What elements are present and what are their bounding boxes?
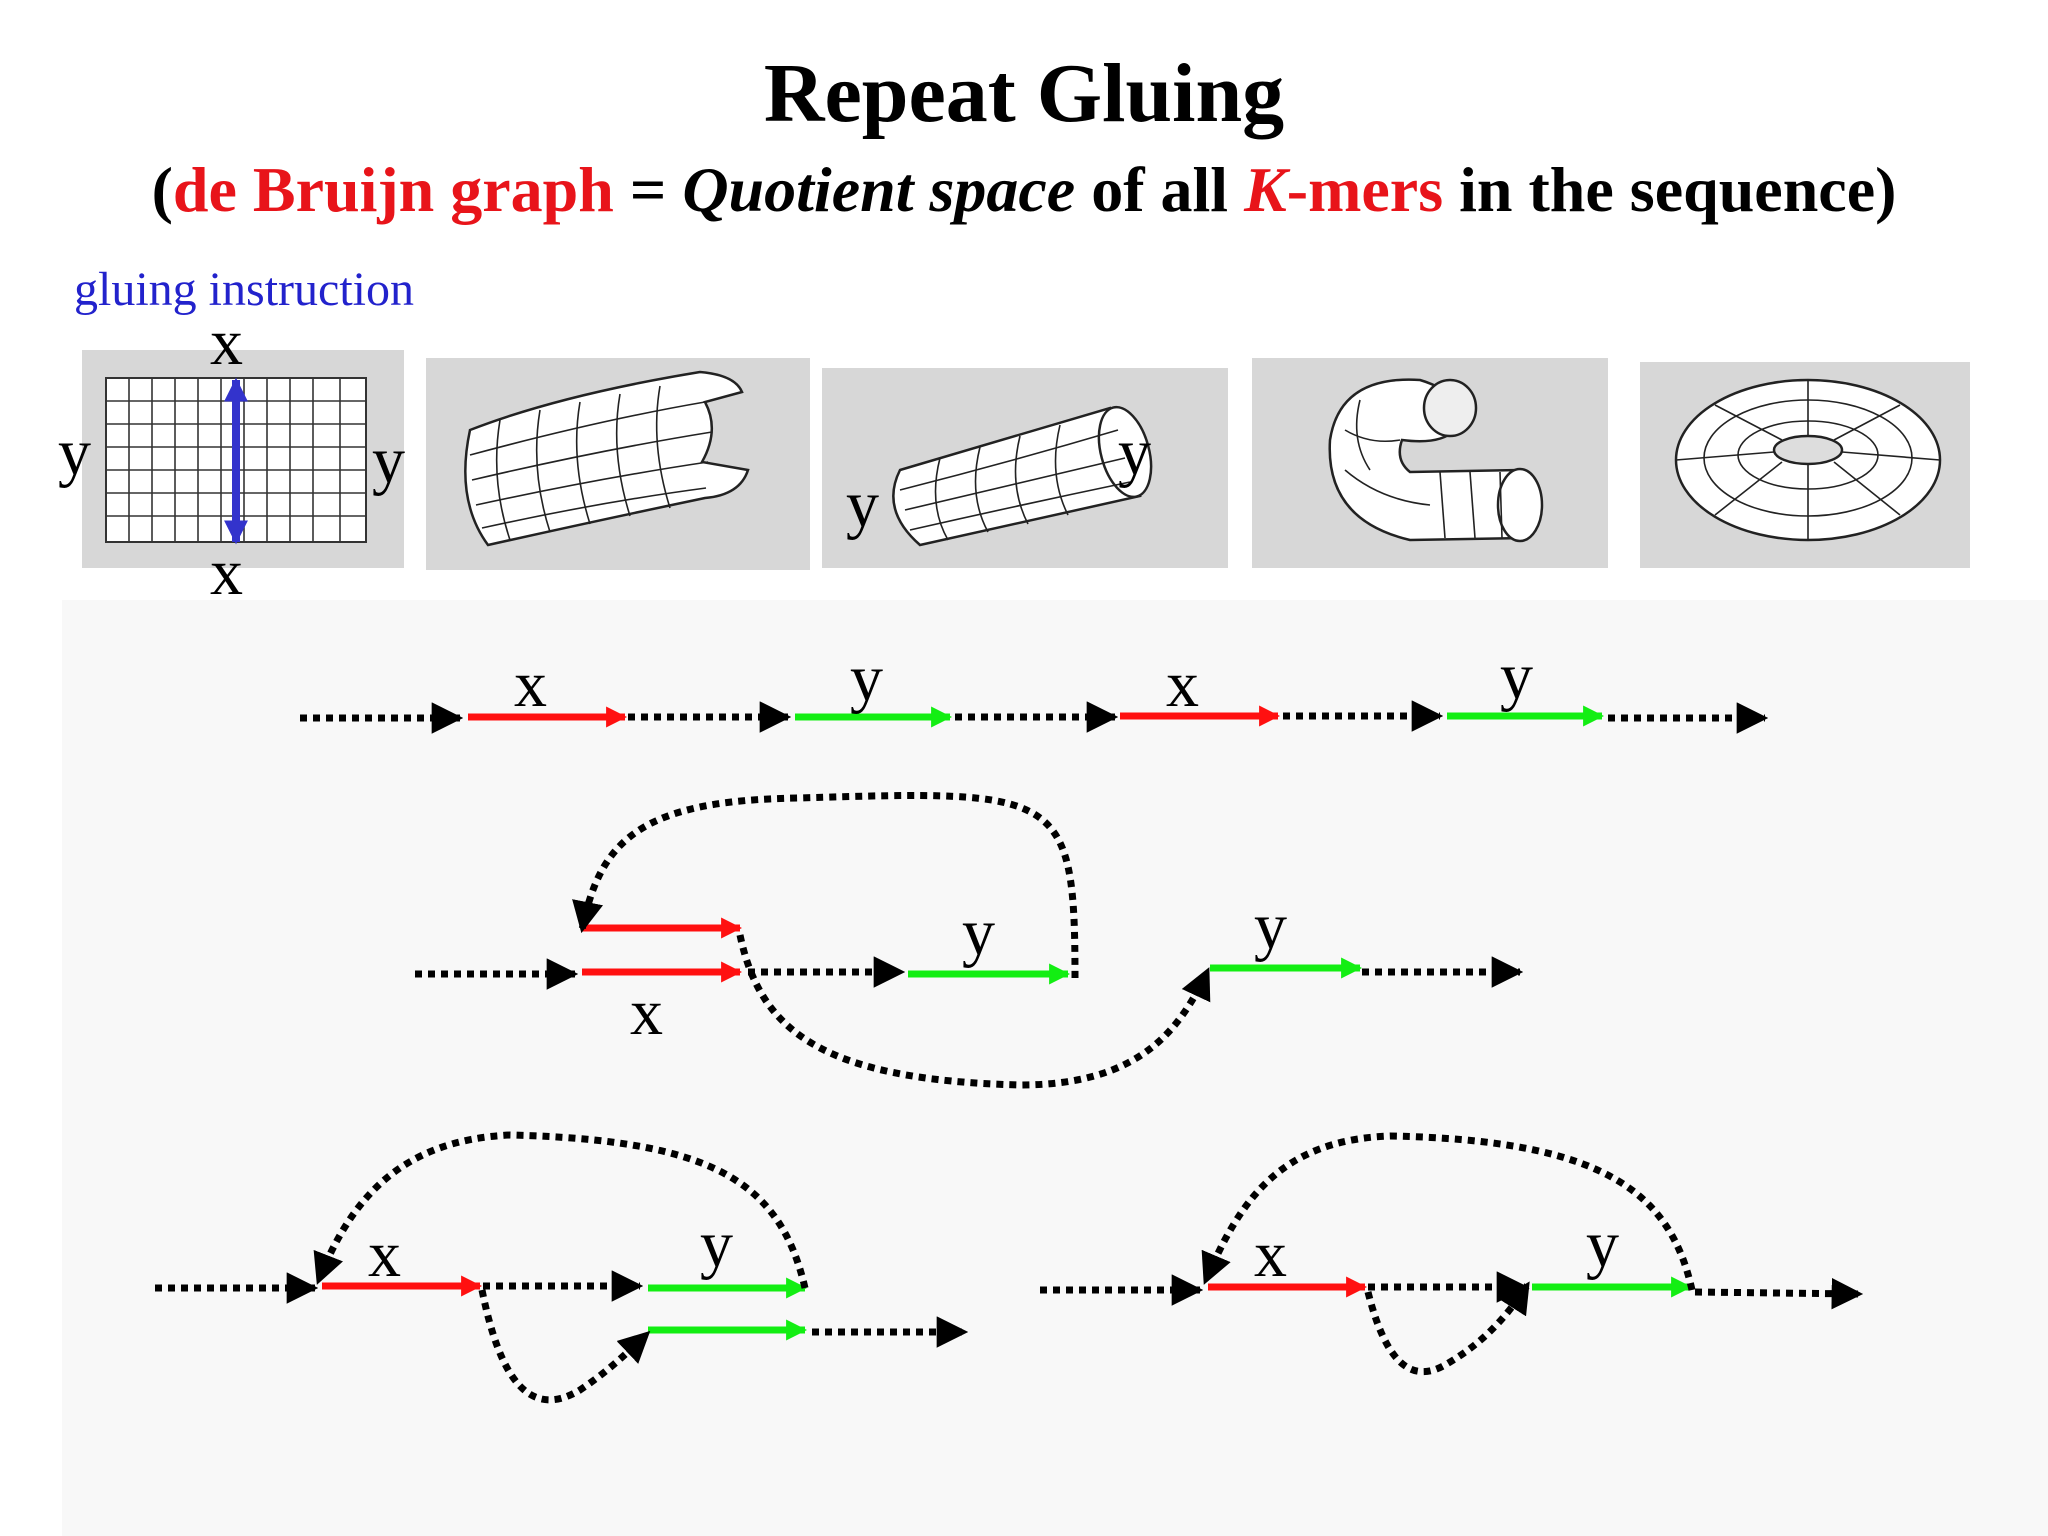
label-y-cylinder-right: y — [1118, 416, 1151, 489]
label-y-left: y — [58, 416, 91, 489]
label-x-top: x — [210, 306, 243, 379]
half-tube-icon — [464, 370, 750, 547]
label-y-right: y — [372, 424, 405, 497]
subtitle-quotient-space: Quotient space — [682, 154, 1076, 225]
diagram-background — [62, 600, 2048, 1536]
subtitle-k: K — [1244, 154, 1287, 225]
sequence-row-2 — [415, 792, 1524, 1089]
row1-label-x2: x — [1166, 648, 1199, 721]
row1-label-y2: y — [1500, 640, 1533, 713]
row2-label-y2: y — [1254, 890, 1287, 963]
sequence-row-1 — [300, 700, 1769, 734]
sequence-row-3-left — [155, 1131, 969, 1404]
row3-left-label-y: y — [700, 1208, 733, 1281]
row1-label-y1: y — [850, 642, 883, 715]
row3-left-label-x: x — [368, 1218, 401, 1291]
row2-label-x: x — [630, 976, 663, 1049]
torus-icon — [1674, 378, 1942, 542]
subtitle-rest: in the sequence) — [1443, 154, 1897, 225]
slide-subtitle: (de Bruijn graph = Quotient space of all… — [0, 158, 2048, 222]
row1-label-x1: x — [514, 648, 547, 721]
row2-label-y1: y — [962, 896, 995, 969]
label-x-bottom: x — [210, 536, 243, 609]
gluing-instruction-label: gluing instruction — [74, 263, 414, 316]
label-y-cylinder-left: y — [846, 468, 879, 541]
row3-right-label-x: x — [1254, 1218, 1287, 1291]
subtitle-equals: = — [613, 154, 683, 225]
cylinder-icon — [892, 405, 1153, 547]
bent-tube-icon — [1328, 378, 1544, 543]
subtitle-of-all: of all — [1075, 154, 1245, 225]
slide-title: Repeat Gluing — [763, 47, 1285, 140]
sequence-row-3-right — [1040, 1132, 1864, 1376]
subtitle-de-bruijn: de Bruijn graph — [172, 154, 614, 225]
subtitle-open: ( — [151, 154, 173, 225]
subtitle-mers: -mers — [1286, 154, 1444, 225]
row3-right-label-y: y — [1586, 1208, 1619, 1281]
